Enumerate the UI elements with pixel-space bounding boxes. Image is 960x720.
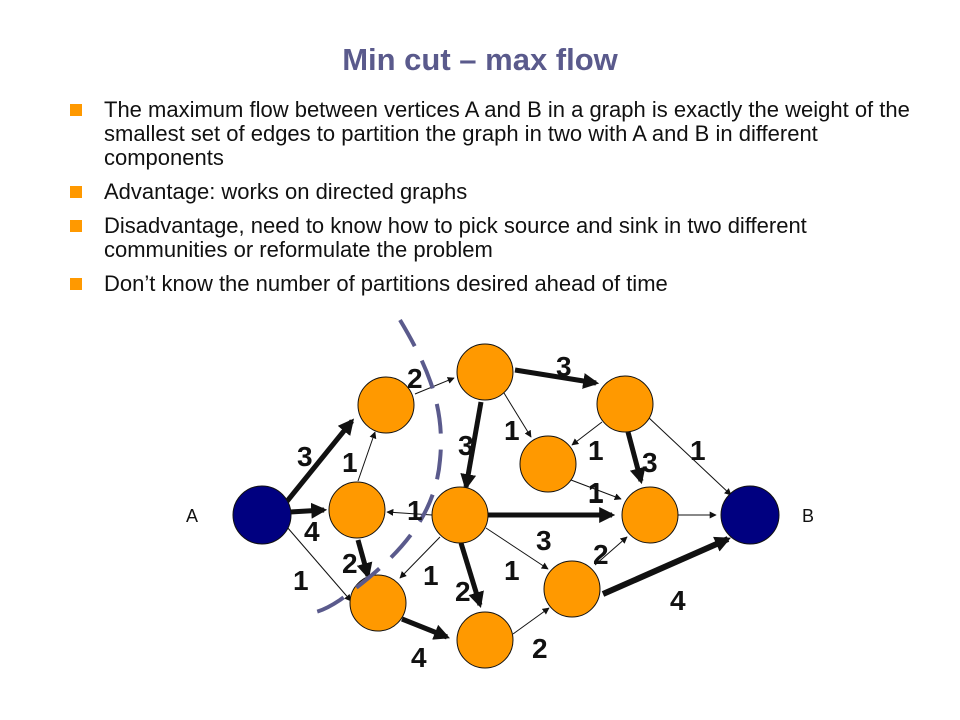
weight-label-n6-b: 1 xyxy=(690,435,706,466)
weight-label-n5-n10: 1 xyxy=(504,555,520,586)
weight-label-n6-n7: 1 xyxy=(588,435,604,466)
bullet-square-icon xyxy=(70,186,82,198)
edge-n10-b xyxy=(601,536,731,597)
weight-label-n4-n5: 3 xyxy=(458,430,474,461)
edge-n9-n10 xyxy=(512,607,550,635)
bullet-square-icon xyxy=(70,220,82,232)
weight-label-a-n3: 1 xyxy=(293,565,309,596)
bullet-square-icon xyxy=(70,104,82,116)
weight-label-n5-n9: 2 xyxy=(455,576,471,607)
weight-label-n2-n3: 2 xyxy=(342,548,358,579)
edge-n5-n10 xyxy=(485,527,549,570)
weight-label-n5-n8: 3 xyxy=(536,525,552,556)
graph-node-n9 xyxy=(456,611,514,669)
weight-label-n5-n3: 1 xyxy=(423,560,439,591)
weight-label-n10-b: 4 xyxy=(670,585,686,616)
graph-node-n1 xyxy=(357,376,415,434)
edge-n3-n9 xyxy=(401,616,450,640)
graph-node-n3 xyxy=(349,574,407,632)
terminal-node-a xyxy=(232,485,292,545)
edge-n7-n8 xyxy=(570,479,622,501)
weight-label-n6-n8: 3 xyxy=(642,447,658,478)
graph-node-n4 xyxy=(456,343,514,401)
edge-n1-n4 xyxy=(414,377,455,395)
weight-label-n5-n2: 1 xyxy=(407,495,423,526)
bullet-text: Advantage: works on directed graphs xyxy=(104,179,468,204)
weight-label-n9-n10: 2 xyxy=(532,633,548,664)
weight-label-n3-n9: 4 xyxy=(411,642,427,673)
weight-label-a-n2: 4 xyxy=(304,516,320,547)
weight-label-n8-b: 1 xyxy=(588,478,604,509)
graph-node-n7 xyxy=(519,435,577,493)
bullet-text: Disadvantage, need to know how to pick s… xyxy=(104,213,807,262)
bullet-text: Don’t know the number of partitions desi… xyxy=(104,271,668,296)
slide-title: Min cut – max flow xyxy=(342,42,618,77)
weight-label-a-n1: 3 xyxy=(297,441,313,472)
edge-n6-n7 xyxy=(571,421,603,446)
edge-n2-n1 xyxy=(357,431,377,482)
edge-n4-n7 xyxy=(503,392,532,438)
weight-label-n4-n7: 1 xyxy=(504,415,520,446)
weight-label-n4-n6: 3 xyxy=(556,351,572,382)
graph-node-n10 xyxy=(543,560,601,618)
edge-n4-n5 xyxy=(460,401,484,491)
edge-a-n2 xyxy=(289,502,328,519)
weight-label-n1-n4: 2 xyxy=(407,363,423,394)
graph-node-n8 xyxy=(621,486,679,544)
bullet-item: Advantage: works on directed graphs xyxy=(70,180,910,204)
graph-node-n2 xyxy=(328,481,386,539)
edge-n5-n9 xyxy=(458,542,484,609)
min-cut-dashed-line xyxy=(304,318,443,615)
weight-label-n2-n1: 1 xyxy=(342,447,358,478)
graph-node-n5 xyxy=(431,486,489,544)
weight-label-n7-n8: 1 xyxy=(588,477,604,508)
bullet-text: The maximum flow between vertices A and … xyxy=(104,97,910,170)
weight-label-n10-n8: 2 xyxy=(593,539,609,570)
terminal-label-a: A xyxy=(186,506,198,526)
bullet-item: Don’t know the number of partitions desi… xyxy=(70,272,910,296)
edge-n6-b xyxy=(647,416,732,496)
edge-a-n3 xyxy=(286,526,352,602)
edge-n10-n8 xyxy=(594,536,628,566)
graph-node-n6 xyxy=(596,375,654,433)
bullet-square-icon xyxy=(70,278,82,290)
edge-n2-n3 xyxy=(355,539,373,580)
edge-n5-n3 xyxy=(399,536,441,579)
bullet-item: Disadvantage, need to know how to pick s… xyxy=(70,214,910,262)
terminal-label-b: B xyxy=(802,506,814,526)
edge-n6-n8 xyxy=(625,431,646,485)
terminal-node-b xyxy=(720,485,780,545)
edge-n4-n6 xyxy=(514,367,600,389)
edge-a-n1 xyxy=(282,418,355,507)
bullet-list: The maximum flow between vertices A and … xyxy=(70,98,910,306)
bullet-item: The maximum flow between vertices A and … xyxy=(70,98,910,170)
